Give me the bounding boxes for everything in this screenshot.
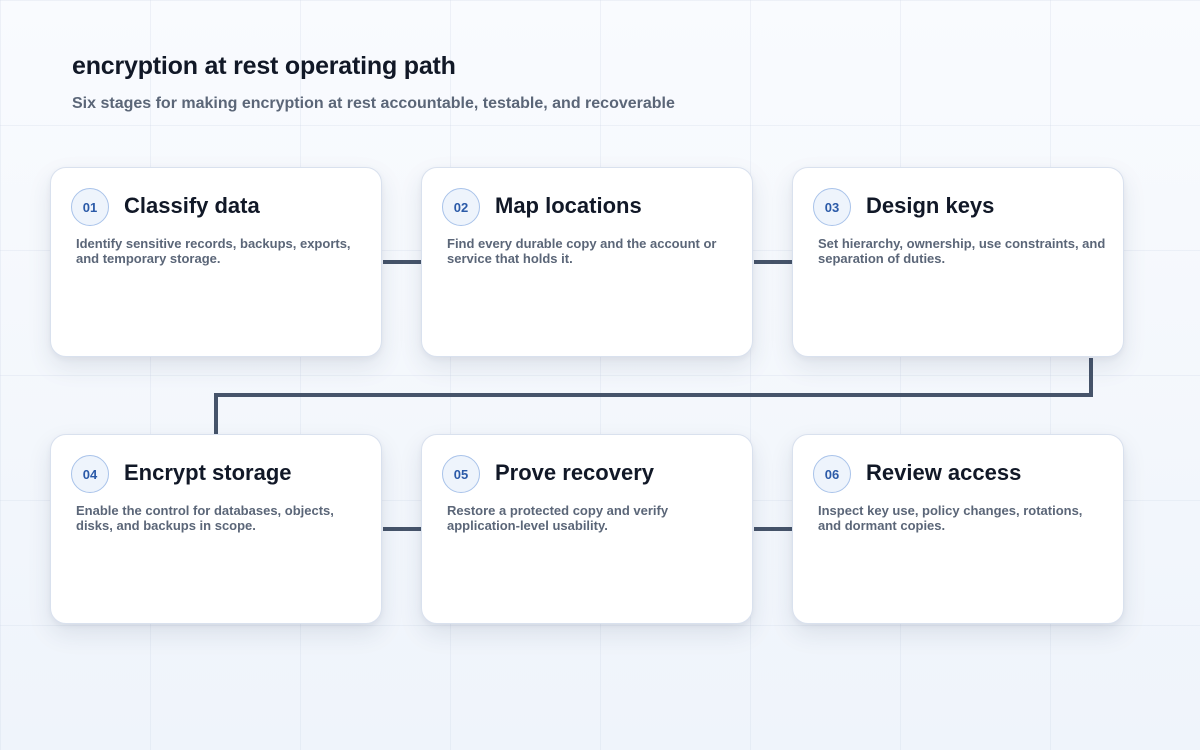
stage-description: Inspect key use, policy changes, rotatio… <box>818 503 1083 533</box>
stage-description: Restore a protected copy and verify appl… <box>447 503 669 533</box>
stage-description: Identify sensitive records, backups, exp… <box>76 236 351 266</box>
stage-card-encrypt-storage: 04 Encrypt storage Enable the control fo… <box>50 434 382 624</box>
stage-title: Design keys <box>866 193 995 218</box>
stage-number-badge: 02 <box>442 188 480 226</box>
stage-number-badge: 01 <box>71 188 109 226</box>
stage-card-map-locations: 02 Map locations Find every durable copy… <box>421 167 753 357</box>
stage-description: Find every durable copy and the account … <box>447 236 717 266</box>
stage-title: Prove recovery <box>495 460 654 485</box>
stage-description: Set hierarchy, ownership, use constraint… <box>818 236 1106 266</box>
stage-title: Map locations <box>495 193 642 218</box>
stage-title: Review access <box>866 460 1022 485</box>
diagram-title: encryption at rest operating path <box>72 52 456 80</box>
diagram-subtitle: Six stages for making encryption at rest… <box>72 95 675 112</box>
connector-03-04 <box>214 358 1093 434</box>
stage-number-badge: 06 <box>813 455 851 493</box>
stage-number-badge: 03 <box>813 188 851 226</box>
stage-title: Encrypt storage <box>124 460 292 485</box>
stage-description: Enable the control for databases, object… <box>76 503 334 533</box>
stage-card-review-access: 06 Review access Inspect key use, policy… <box>792 434 1124 624</box>
stage-card-design-keys: 03 Design keys Set hierarchy, ownership,… <box>792 167 1124 357</box>
stage-card-classify-data: 01 Classify data Identify sensitive reco… <box>50 167 382 357</box>
stage-title: Classify data <box>124 193 260 218</box>
stage-number-badge: 04 <box>71 455 109 493</box>
stage-card-prove-recovery: 05 Prove recovery Restore a protected co… <box>421 434 753 624</box>
stage-number-badge: 05 <box>442 455 480 493</box>
